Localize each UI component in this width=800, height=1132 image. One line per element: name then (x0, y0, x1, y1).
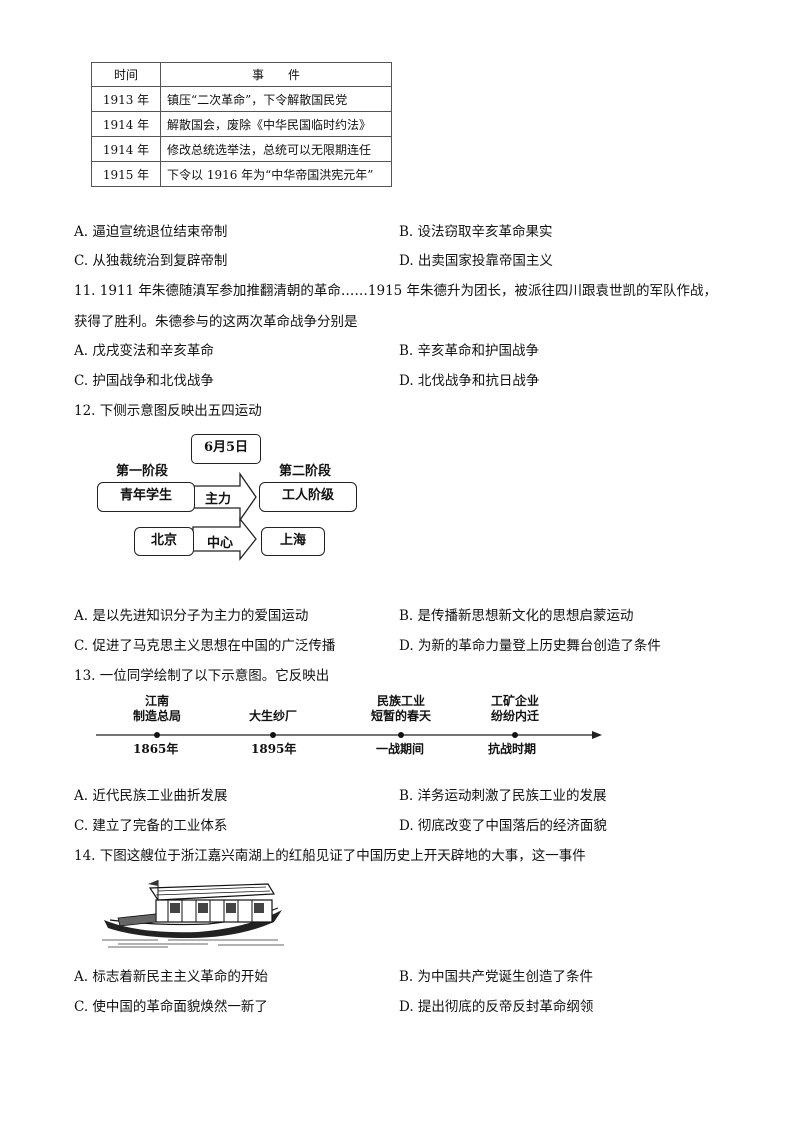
left-bottom-box: 北京 (134, 527, 194, 556)
row-year: 1914 年 (91, 111, 161, 137)
q12-option-c[interactable]: C. 促进了马克思主义思想在中国的广泛传播 (74, 638, 336, 654)
row-event: 镇压“二次革命”，下令解散国民党 (160, 86, 392, 112)
arrow-top-label: 主力 (205, 492, 232, 507)
right-bottom-box: 上海 (261, 527, 325, 556)
date-box: 6月5日 (191, 434, 261, 464)
q14-stem: 14. 下图这艘位于浙江嘉兴南湖上的红船见证了中国历史上开天辟地的大事，这一事件 (74, 848, 586, 864)
timeline-label-1865: 江南 制造总局 (117, 694, 197, 724)
q12-stem: 12. 下侧示意图反映出五四运动 (74, 403, 262, 419)
q11-option-b[interactable]: B. 辛亥革命和护国战争 (399, 343, 540, 359)
q10-option-d[interactable]: D. 出卖国家投靠帝国主义 (399, 253, 553, 269)
q14-option-c[interactable]: C. 使中国的革命面貌焕然一新了 (74, 999, 268, 1015)
arrow-top (192, 471, 257, 523)
row-event: 修改总统选举法，总统可以无限期连任 (160, 136, 392, 162)
timeline-top2: 制造总局 (132, 709, 181, 723)
row-year: 1913 年 (91, 86, 161, 112)
table-row: 1914 年 修改总统选举法，总统可以无限期连任 (91, 136, 392, 162)
row-event: 解散国会，废除《中华民国临时约法》 (160, 111, 392, 137)
timeline-date: 一战期间 (376, 742, 425, 756)
q13-option-b[interactable]: B. 洋务运动刺激了民族工业的发展 (399, 788, 607, 804)
events-table: 时间 事 件 1913 年 镇压“二次革命”，下令解散国民党 1914 年 解散… (91, 62, 392, 187)
stage1-label: 第一阶段 (116, 464, 169, 479)
q10-option-c[interactable]: C. 从独裁统治到复辟帝制 (74, 253, 228, 269)
table-row: 1913 年 镇压“二次革命”，下令解散国民党 (91, 86, 392, 112)
red-boat-image (102, 880, 284, 948)
timeline-axis (96, 731, 602, 739)
q11-option-d[interactable]: D. 北伐战争和抗日战争 (399, 373, 540, 389)
q14-option-a[interactable]: A. 标志着新民主主义革命的开始 (74, 969, 268, 985)
timeline-top2: 大生纱厂 (248, 709, 297, 723)
q12-option-a[interactable]: A. 是以先进知识分子为主力的爱国运动 (74, 608, 309, 624)
left-top-box: 青年学生 (97, 482, 195, 512)
header-event: 事 件 (160, 62, 392, 87)
row-event: 下令以 1916 年为“中华帝国洪宪元年” (160, 161, 392, 187)
header-time: 时间 (91, 62, 161, 87)
q12-option-d[interactable]: D. 为新的革命力量登上历史舞台创造了条件 (399, 638, 661, 654)
timeline-label-1895: 大生纱厂 (233, 709, 313, 724)
q10-option-b[interactable]: B. 设法窃取辛亥革命果实 (399, 224, 553, 240)
q13-stem: 13. 一位同学绘制了以下示意图。它反映出 (74, 668, 330, 684)
q10-option-a[interactable]: A. 逼迫宣统退位结束帝制 (74, 224, 228, 240)
table-row: 1914 年 解散国会，废除《中华民国临时约法》 (91, 111, 392, 137)
q12-option-b[interactable]: B. 是传播新思想新文化的思想启蒙运动 (399, 608, 634, 624)
row-year: 1915 年 (91, 161, 161, 187)
q14-option-d[interactable]: D. 提出彻底的反帝反封革命纲领 (399, 999, 594, 1015)
q13-option-d[interactable]: D. 彻底改变了中国落后的经济面貌 (399, 818, 607, 834)
q11-stem-line1: 11. 1911 年朱德随滇军参加推翻清朝的革命……1915 年朱德升为团长，被… (74, 283, 718, 299)
q14-option-b[interactable]: B. 为中国共产党诞生创造了条件 (399, 969, 594, 985)
q13-option-a[interactable]: A. 近代民族工业曲折发展 (74, 788, 228, 804)
q11-option-c[interactable]: C. 护国战争和北伐战争 (74, 373, 214, 389)
right-top-box: 工人阶级 (259, 482, 357, 512)
timeline-top1: 江南 (144, 694, 169, 708)
row-year: 1914 年 (91, 136, 161, 162)
timeline-label-war: 工矿企业 纷纷内迁 (471, 694, 559, 724)
timeline-date: 抗战时期 (488, 742, 537, 756)
timeline-date: 1895年 (251, 742, 297, 756)
timeline-label-ww1: 民族工业 短暂的春天 (357, 694, 445, 724)
q11-option-a[interactable]: A. 戊戌变法和辛亥革命 (74, 343, 214, 359)
timeline-top2: 短暂的春天 (370, 709, 431, 723)
timeline-top1: 工矿企业 (490, 694, 539, 708)
q11-stem-line2: 获得了胜利。朱德参与的这两次革命战争分别是 (74, 314, 358, 330)
arrow-bottom-label: 中心 (207, 536, 234, 551)
table-header-row: 时间 事 件 (91, 62, 392, 87)
arrow-bottom (192, 517, 257, 561)
table-row: 1915 年 下令以 1916 年为“中华帝国洪宪元年” (91, 161, 392, 187)
stage2-label: 第二阶段 (279, 464, 332, 479)
timeline-top1: 民族工业 (376, 694, 425, 708)
timeline-top2: 纷纷内迁 (490, 709, 539, 723)
timeline-date: 1865年 (133, 742, 179, 756)
q13-option-c[interactable]: C. 建立了完备的工业体系 (74, 818, 228, 834)
